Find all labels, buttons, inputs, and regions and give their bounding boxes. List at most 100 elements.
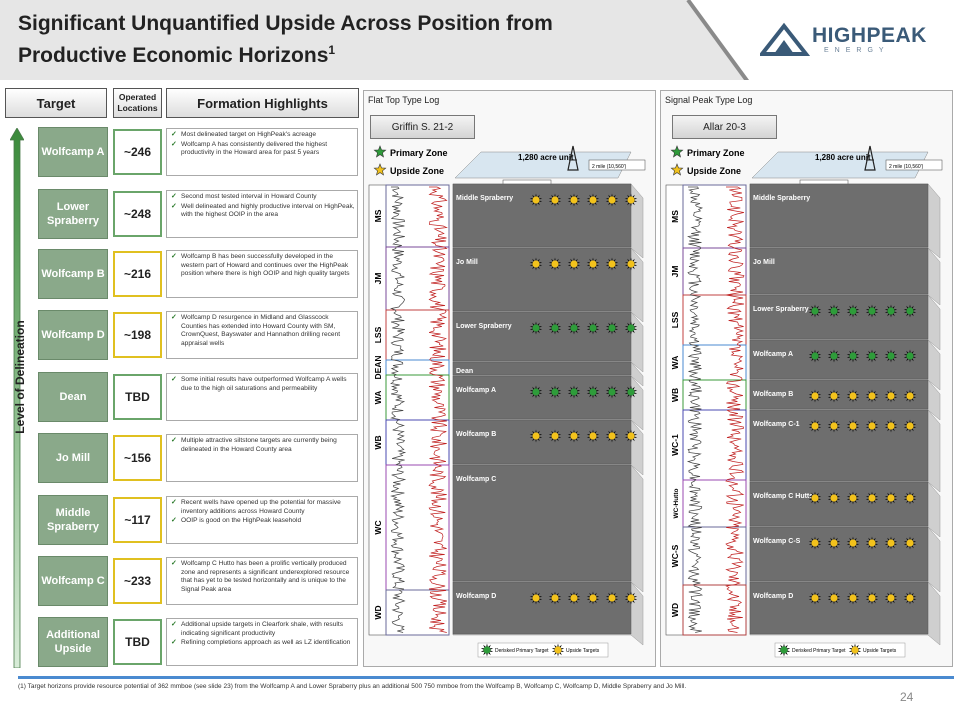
upside-target-icon bbox=[808, 536, 822, 550]
upside-target-icon bbox=[586, 591, 600, 605]
upside-target-icon bbox=[827, 591, 841, 605]
highlight-box: ✓ Wolfcamp C Hutto has been a prolific ve… bbox=[166, 557, 358, 605]
highlight-bullet: ✓Multiple attractive siltstone targets a… bbox=[171, 437, 355, 454]
upside-legend-icon bbox=[848, 643, 862, 657]
formation-label: Wolfcamp C-S bbox=[753, 538, 801, 545]
primary-target-icon bbox=[846, 304, 860, 318]
company-logo: HIGHPEAK ENERGY bbox=[760, 20, 945, 60]
acreage-plane bbox=[751, 151, 929, 179]
header-highlights: Formation Highlights bbox=[166, 88, 359, 118]
upside-target-icon bbox=[827, 419, 841, 433]
legend-primary-label: Primary Zone bbox=[687, 148, 745, 158]
upside-target-icon bbox=[846, 389, 860, 403]
upside-target-icon bbox=[808, 389, 822, 403]
target-cell: Wolfcamp C bbox=[38, 556, 108, 606]
zone-label: JM bbox=[373, 273, 383, 285]
primary-target-icon bbox=[586, 385, 600, 399]
target-cell: Lower Spraberry bbox=[38, 189, 108, 239]
zone-label: WC-1 bbox=[670, 434, 680, 456]
primary-target-icon bbox=[548, 321, 562, 335]
formation-label: Wolfcamp B bbox=[753, 391, 793, 398]
formation-label: Wolfcamp C Hutto bbox=[753, 493, 814, 500]
flat-top-title: Flat Top Type Log bbox=[368, 95, 440, 105]
upside-target-icon bbox=[827, 536, 841, 550]
primary-zone-icon bbox=[373, 145, 387, 158]
legend-upside-targets-label: Upside Targets bbox=[566, 648, 600, 654]
upside-target-icon bbox=[567, 257, 581, 271]
primary-target-icon bbox=[605, 385, 619, 399]
upside-target-icon bbox=[529, 257, 543, 271]
location-count: ~248 bbox=[113, 191, 162, 237]
highlight-text: Wolfcamp A has consistently delivered th… bbox=[181, 140, 328, 157]
delineation-label: Level of Delineation bbox=[13, 320, 27, 434]
legend-derisked-label: Derisked Primary Target bbox=[495, 648, 549, 654]
formation-layer bbox=[452, 581, 644, 646]
upside-target-icon bbox=[605, 429, 619, 443]
primary-target-icon bbox=[884, 349, 898, 363]
zone-box bbox=[385, 589, 450, 636]
primary-target-icon bbox=[903, 304, 917, 318]
primary-target-icon bbox=[808, 304, 822, 318]
header-target: Target bbox=[5, 88, 107, 118]
upside-target-icon bbox=[529, 193, 543, 207]
upside-target-icon bbox=[808, 591, 822, 605]
upside-target-icon bbox=[624, 193, 638, 207]
upside-target-icon bbox=[903, 591, 917, 605]
primary-target-icon bbox=[846, 349, 860, 363]
target-legend bbox=[477, 642, 609, 658]
upside-target-icon bbox=[567, 591, 581, 605]
upside-target-icon bbox=[567, 429, 581, 443]
upside-target-icon bbox=[846, 419, 860, 433]
derisked-legend-icon bbox=[777, 643, 791, 657]
signal-peak-title: Signal Peak Type Log bbox=[665, 95, 753, 105]
mile2-box bbox=[588, 159, 646, 171]
formation-layer bbox=[749, 581, 941, 646]
upside-target-icon bbox=[586, 193, 600, 207]
highlight-box: ✓Wolfcamp B has been successfully develo… bbox=[166, 250, 358, 298]
upside-target-icon bbox=[827, 491, 841, 505]
mile2-label: 2 mile (10,560') bbox=[889, 164, 924, 170]
formation-label: Wolfcamp A bbox=[456, 387, 496, 394]
primary-target-icon bbox=[865, 304, 879, 318]
highlight-text: Wolfcamp C Hutto has been a prolific ver… bbox=[181, 560, 350, 593]
target-cell: Wolfcamp A bbox=[38, 127, 108, 177]
primary-target-icon bbox=[567, 385, 581, 399]
location-count: ~233 bbox=[113, 558, 162, 604]
formation-label: Lower Spraberry bbox=[456, 323, 512, 330]
highlight-text: Refining completions approach as well as… bbox=[181, 639, 351, 647]
highlight-box: ✓Some initial results have outperformed … bbox=[166, 373, 358, 421]
page-number: 24 bbox=[900, 690, 914, 704]
highlight-text: Recent wells have opened up the potentia… bbox=[181, 499, 341, 515]
upside-target-icon bbox=[903, 536, 917, 550]
target-cell: Dean bbox=[38, 372, 108, 422]
upside-target-icon bbox=[827, 389, 841, 403]
target-cell: Jo Mill bbox=[38, 433, 108, 483]
derrick-icon bbox=[567, 145, 579, 171]
upside-target-icon bbox=[865, 419, 879, 433]
check-icon: ✓ bbox=[171, 621, 177, 628]
zone-label: MS bbox=[373, 209, 383, 222]
check-icon: ✓ bbox=[171, 560, 177, 567]
highlight-bullet: ✓Wolfcamp B has been successfully develo… bbox=[171, 253, 355, 279]
formation-layer bbox=[452, 361, 644, 387]
target-cell: Wolfcamp B bbox=[38, 249, 108, 299]
zone-label: DEAN bbox=[373, 355, 383, 379]
highlight-box: ✓Most delineated target on HighPeak's ac… bbox=[166, 128, 358, 176]
formation-label: Wolfcamp C bbox=[456, 476, 496, 483]
logo-text: HIGHPEAK bbox=[812, 24, 927, 47]
formation-layer bbox=[452, 464, 644, 593]
target-cell: Additional Upside bbox=[38, 617, 108, 667]
formation-label: Middle Spraberry bbox=[753, 195, 810, 202]
highlight-bullet: ✓Refining completions approach as well a… bbox=[171, 639, 355, 648]
primary-target-icon bbox=[529, 321, 543, 335]
zone-label: WA bbox=[670, 356, 680, 370]
upside-target-icon bbox=[903, 491, 917, 505]
upside-target-icon bbox=[884, 491, 898, 505]
upside-target-icon bbox=[808, 419, 822, 433]
zone-label: WD bbox=[373, 605, 383, 619]
primary-target-icon bbox=[827, 304, 841, 318]
location-count: TBD bbox=[113, 374, 162, 420]
upside-target-icon bbox=[624, 591, 638, 605]
formation-layer bbox=[749, 409, 941, 493]
